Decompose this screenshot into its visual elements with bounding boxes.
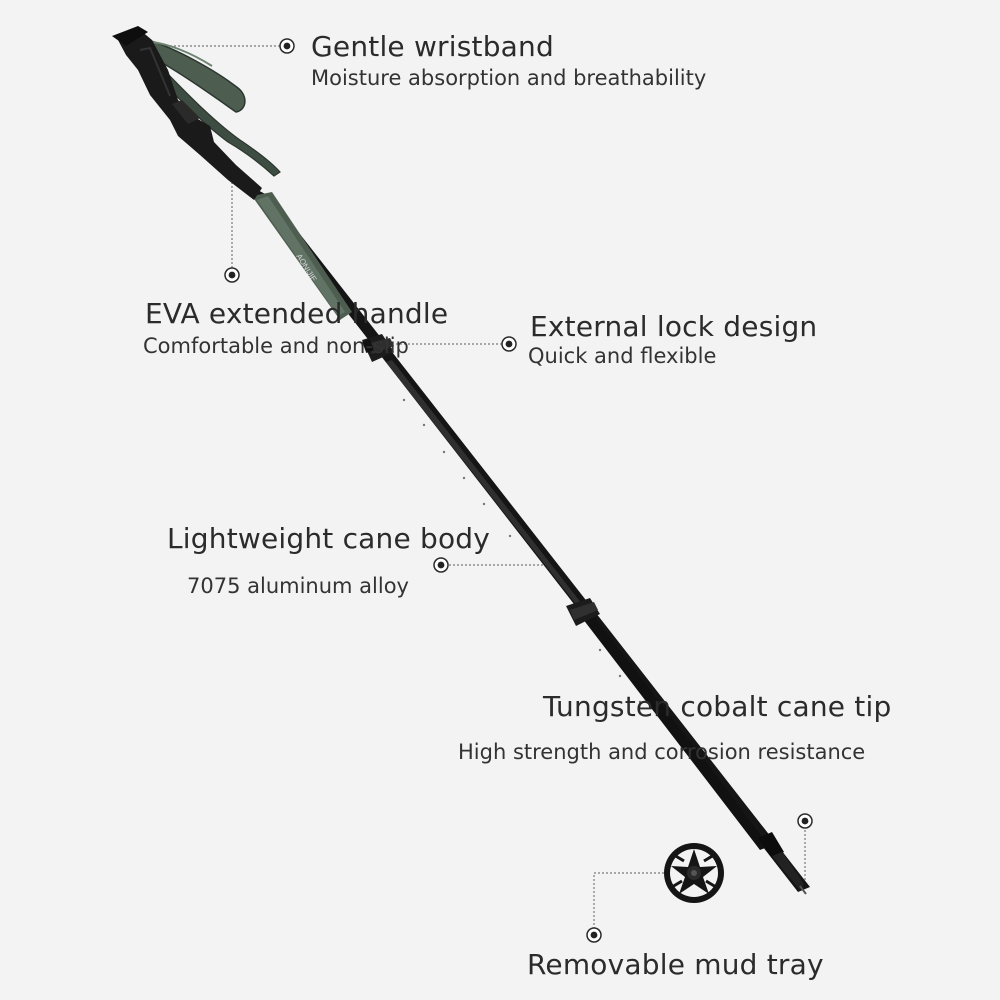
shaft-markings (402, 398, 642, 704)
body-title: Lightweight cane body (167, 522, 491, 555)
bullet-dot-icon (586, 927, 602, 943)
mud-tray-title: Removable mud tray (527, 948, 824, 981)
bullet-dot-icon (224, 267, 240, 283)
lock-title: External lock design (530, 310, 818, 343)
bullet-dot-icon (433, 557, 449, 573)
lock-subtitle: Quick and flexible (528, 344, 717, 368)
lock-clamp-upper (362, 334, 394, 362)
bullet-dot-icon (279, 38, 295, 54)
handle-title: EVA extended handle (145, 297, 449, 330)
tip-title: Tungsten cobalt cane tip (543, 690, 892, 723)
leader-line-mud-tray (593, 872, 664, 934)
wristband-subtitle: Moisture absorption and breathability (311, 66, 707, 90)
leader-lines (150, 45, 806, 934)
handle-subtitle: Comfortable and non-slip (143, 334, 409, 358)
lock-clamp-lower (566, 598, 600, 626)
pole-shaft (248, 185, 810, 892)
bullet-dots (224, 38, 813, 943)
cane-tip (758, 832, 807, 895)
mud-tray-icon (664, 843, 724, 903)
wristband-title: Gentle wristband (311, 30, 554, 63)
eva-handle (112, 26, 262, 200)
body-subtitle: 7075 aluminum alloy (187, 574, 409, 598)
bullet-dot-icon (501, 336, 517, 352)
bullet-dot-icon (797, 813, 813, 829)
tip-subtitle: High strength and corrosion resistance (458, 740, 866, 764)
